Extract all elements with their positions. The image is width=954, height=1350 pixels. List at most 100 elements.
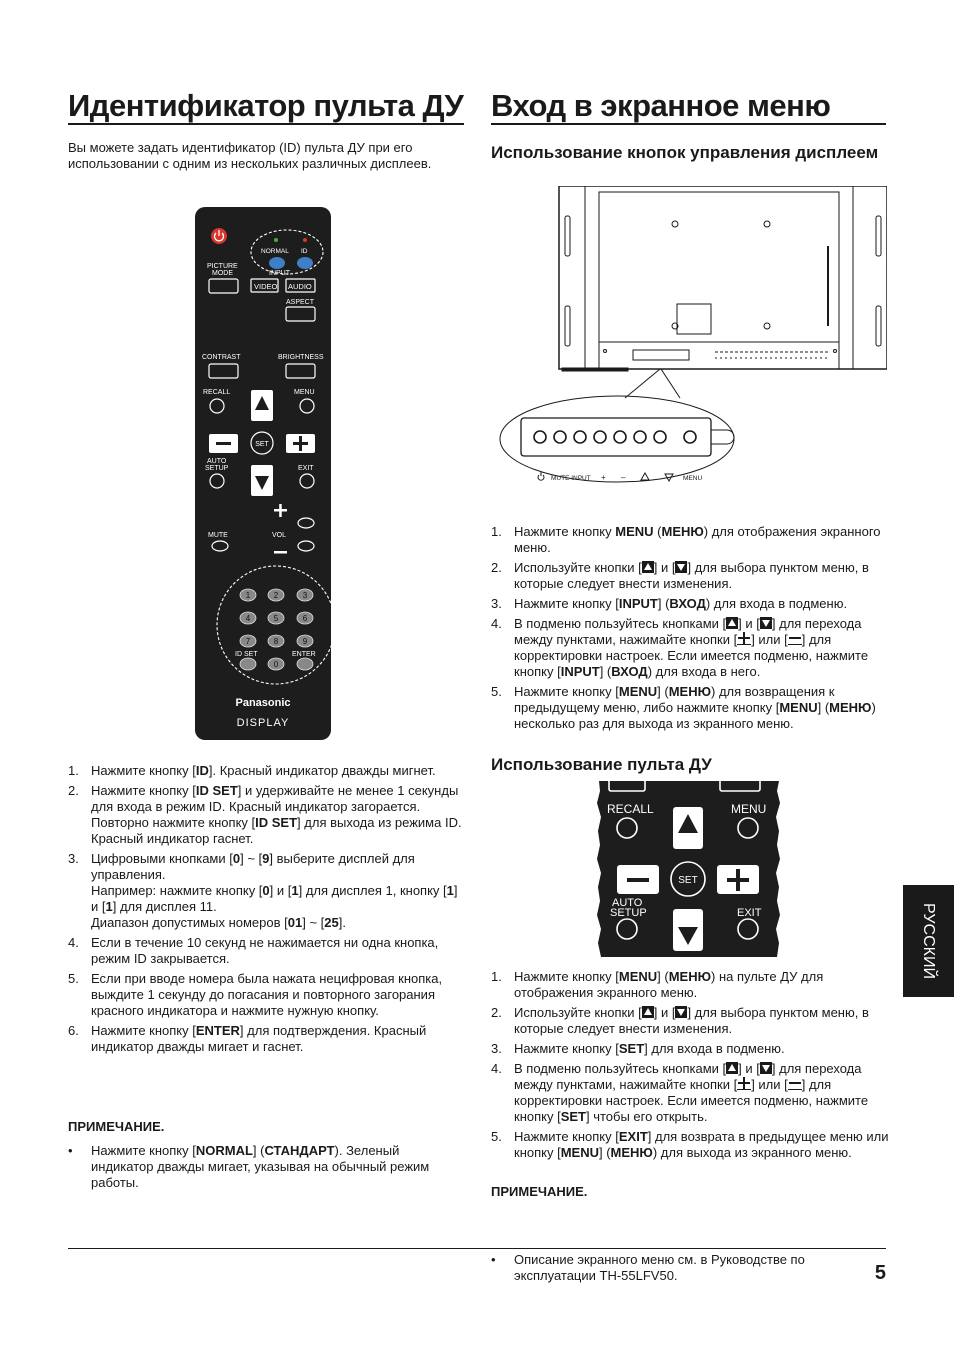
svg-text:INPUT: INPUT	[269, 270, 291, 277]
normal-button	[269, 257, 285, 269]
list-item: 2.Используйте кнопки [] и [] для выбора …	[491, 1005, 891, 1037]
list-item: 4. Если в течение 10 секунд не нажимается…	[68, 935, 466, 967]
osd-display-steps-list: 1.Нажмите кнопку MENU (МЕНЮ) для отображ…	[491, 524, 891, 736]
list-item-text: Используйте кнопки [] и [] для выбора пу…	[514, 560, 869, 591]
svg-text:CONTRAST: CONTRAST	[202, 354, 241, 361]
list-item-number: 1.	[491, 969, 502, 984]
panel-label-minus: –	[621, 473, 626, 482]
right-title-rule	[491, 123, 886, 125]
list-item: 4.В подменю пользуйтесь кнопками [] и []…	[491, 1061, 891, 1125]
remote-zoom-illustration: RECALL MENU SET AUTO SETUP EXIT	[597, 781, 781, 957]
remote-zoom-svg: RECALL MENU SET AUTO SETUP EXIT	[597, 781, 780, 957]
right-note: • Описание экранного меню см. в Руководс…	[491, 1252, 884, 1284]
svg-text:VOL: VOL	[272, 532, 286, 539]
zoom-label-exit: EXIT	[737, 907, 762, 919]
list-item-number: 2.	[68, 783, 79, 798]
subheading-display-buttons: Использование кнопок управления дисплеем	[491, 143, 879, 162]
list-item: 5. Нажмите кнопку [EXIT] для возврата в п…	[491, 1129, 891, 1161]
list-item-number: 3.	[491, 596, 502, 611]
list-item-text: В подменю пользуйтесь кнопками [] и [] д…	[514, 616, 869, 679]
svg-text:5: 5	[274, 614, 279, 623]
list-item-number: 1.	[68, 763, 79, 778]
svg-text:0: 0	[274, 660, 279, 669]
list-item-text: Нажмите кнопку MENU (МЕНЮ) для отображен…	[514, 524, 881, 555]
zoom-label-setup: SETUP	[610, 907, 647, 919]
list-item-number: 5.	[491, 1129, 502, 1144]
list-item: 1.Нажмите кнопку [MENU] (МЕНЮ) на пульте…	[491, 969, 891, 1001]
svg-text:SET: SET	[255, 441, 269, 448]
svg-text:ID SET: ID SET	[235, 651, 258, 658]
remote-control-svg: .rl{fill:#fff;font-family:"Liberation Sa…	[195, 207, 336, 740]
list-item: 3. Цифровыми кнопками [0] ~ [9] выберите …	[68, 851, 466, 931]
list-item-text: Нажмите кнопку [ID SET] и удерживайте не…	[91, 783, 462, 846]
svg-text:PICTURE: PICTURE	[207, 263, 238, 270]
list-item-text: Нажмите кнопку [INPUT] (ВХОД) для входа …	[514, 596, 848, 611]
panel-label-mute-input: MUTE INPUT	[551, 475, 591, 482]
svg-text:RECALL: RECALL	[203, 389, 230, 396]
svg-text:NORMAL: NORMAL	[261, 248, 289, 255]
id-button	[297, 257, 313, 269]
list-item: 3. Нажмите кнопку [INPUT] (ВХОД) для вход…	[491, 596, 891, 612]
language-tab-label: РУССКИЙ	[920, 903, 937, 979]
list-item-text: В подменю пользуйтесь кнопками [] и [] д…	[514, 1061, 869, 1124]
list-item-text: Нажмите кнопку [EXIT] для возврата в пре…	[514, 1129, 889, 1160]
list-item-number: 4.	[68, 935, 79, 950]
svg-text:8: 8	[274, 637, 279, 646]
left-title-rule	[68, 123, 464, 125]
svg-text:Panasonic: Panasonic	[235, 697, 290, 709]
zoom-label-recall: RECALL	[607, 802, 654, 816]
zoom-label-auto: AUTO	[612, 897, 643, 909]
list-item-number: 3.	[491, 1041, 502, 1056]
left-note-heading: ПРИМЕЧАНИЕ.	[68, 1119, 165, 1134]
list-item: 2. Нажмите кнопку [ID SET] и удерживайте …	[68, 783, 466, 847]
list-item-text: Нажмите кнопку [ID]. Красный индикатор д…	[91, 763, 436, 778]
svg-text:1: 1	[246, 591, 251, 600]
list-item: 2. Используйте кнопки [] и [] для выбора …	[491, 560, 891, 592]
svg-text:AUDIO: AUDIO	[288, 282, 312, 291]
panel-label-plus: +	[601, 473, 606, 482]
left-title: Идентификатор пульта ДУ	[68, 88, 464, 123]
list-item: 6. Нажмите кнопку [ENTER] для подтвержден…	[68, 1023, 466, 1055]
zoom-label-menu: MENU	[731, 802, 766, 816]
osd-remote-steps-list: 1.Нажмите кнопку [MENU] (МЕНЮ) на пульте…	[491, 969, 891, 1165]
list-item-text: Если при вводе номера была нажата нецифр…	[91, 971, 443, 1018]
list-item-text: Нажмите кнопку [SET] для входа в подменю…	[514, 1041, 785, 1056]
list-item-number: 3.	[68, 851, 79, 866]
svg-text:DISPLAY: DISPLAY	[237, 717, 290, 729]
svg-text:VIDEO: VIDEO	[254, 282, 278, 291]
list-item: 1.Нажмите кнопку MENU (МЕНЮ) для отображ…	[491, 524, 891, 556]
svg-text:ID: ID	[301, 248, 308, 255]
list-item: 1. Нажмите кнопку [ID]. Красный индикатор…	[68, 763, 466, 779]
list-item: 3. Нажмите кнопку [SET] для входа в подме…	[491, 1041, 891, 1057]
svg-text:3: 3	[303, 591, 308, 600]
list-item-number: 5.	[68, 971, 79, 986]
list-item: 5. Если при вводе номера была нажата неци…	[68, 971, 466, 1019]
svg-text:4: 4	[246, 614, 251, 623]
list-item-text: Нажмите кнопку [MENU] (МЕНЮ) для возвращ…	[514, 684, 876, 731]
list-item-text: Цифровыми кнопками [0] ~ [9] выберите ди…	[91, 851, 458, 930]
svg-text:MUTE: MUTE	[208, 532, 228, 539]
svg-text:6: 6	[303, 614, 308, 623]
left-note-text: Нажмите кнопку [NORMAL] (СТАНДАРТ). Зеле…	[91, 1143, 430, 1190]
svg-text:EXIT: EXIT	[298, 465, 314, 472]
left-intro: Вы можете задать идентификатор (ID) пуль…	[68, 140, 432, 171]
panel-label-menu: MENU	[683, 475, 702, 482]
list-item: 4. В подменю пользуйтесь кнопками [] и []…	[491, 616, 891, 680]
list-item-text: Нажмите кнопку [ENTER] для подтверждения…	[91, 1023, 427, 1054]
bullet: •	[68, 1143, 73, 1158]
right-title: Вход в экранное меню	[491, 88, 831, 123]
svg-text:AUTO: AUTO	[207, 458, 227, 465]
svg-text:7: 7	[246, 637, 251, 646]
list-item-number: 2.	[491, 560, 502, 575]
list-item-number: 5.	[491, 684, 502, 699]
list-item-text: Если в течение 10 секунд не нажимается н…	[91, 935, 439, 966]
svg-text:ENTER: ENTER	[292, 651, 316, 658]
list-item-number: 4.	[491, 616, 502, 631]
right-note-text: Описание экранного меню см. в Руководств…	[514, 1252, 805, 1283]
svg-text:BRIGHTNESS: BRIGHTNESS	[278, 354, 324, 361]
right-note-heading: ПРИМЕЧАНИЕ.	[491, 1184, 588, 1199]
page-number: 5	[874, 1262, 886, 1284]
zoom-label-set: SET	[678, 875, 697, 886]
display-rear-illustration: MUTE INPUT + – MENU	[495, 185, 888, 486]
list-item-number: 6.	[68, 1023, 79, 1038]
